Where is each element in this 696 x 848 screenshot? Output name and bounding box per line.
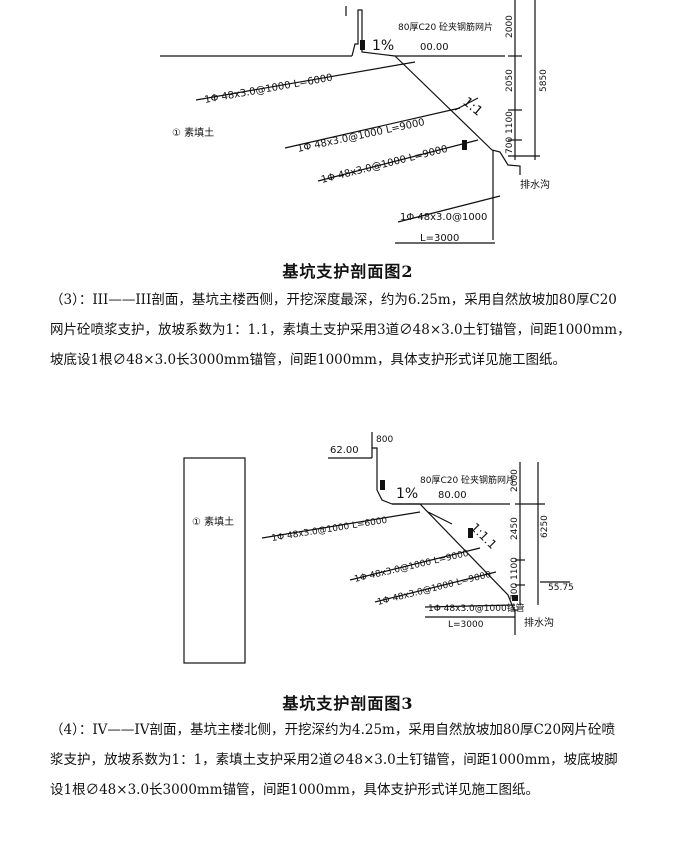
fig3-soil: ① 素填土 xyxy=(192,515,234,528)
fig2-soil: ① 素填土 xyxy=(172,126,214,139)
fig3-dim-5575: 55.75 xyxy=(548,583,574,593)
fig3-dim-1100: 1100 xyxy=(510,557,520,580)
fig2-dim-2000: 2000 xyxy=(505,15,515,38)
fig3-mesh-label: 80厚C20 砼夹钢筋网片 xyxy=(420,474,515,486)
fig3-base-pipe: 1Φ 48x3.0@1000锚管 xyxy=(428,602,525,614)
fig3-base-pipe-len: L=3000 xyxy=(448,620,484,630)
fig3-top-dim: 800 xyxy=(376,435,393,445)
figure-3-title: 基坑支护剖面图3 xyxy=(282,694,414,713)
figure-2-title: 基坑支护剖面图2 xyxy=(282,262,414,281)
fig2-nail-2: 1Φ 48x3.0@1000 L=9000 xyxy=(296,117,425,155)
fig2-base-pipe-len: L=3000 xyxy=(420,233,459,244)
paragraph-line: （4）：IV——IV剖面，基坑主楼北侧，开挖深约为4.25m，采用自然放坡加80… xyxy=(50,722,616,738)
fig2-dim-total: 5850 xyxy=(539,69,549,92)
fig2-base-pipe: 1Φ 48x3.0@1000 xyxy=(400,212,487,223)
section-3-paragraph: （3）：III——III剖面，基坑主楼西侧，开挖深度最深，约为6.25m，采用自… xyxy=(50,285,650,375)
paragraph-line: 坡底设1根∅48×3.0长3000mm锚管，间距1000mm，具体支护形式详见施… xyxy=(50,352,566,368)
fig3-dim-700: 700 xyxy=(510,583,520,600)
fig2-mesh-label: 80厚C20 砼夹钢筋网片 xyxy=(398,21,493,33)
fig3-top-width: 62.00 xyxy=(330,445,359,456)
paragraph-line: 网片砼喷浆支护，放坡系数为1：1.1，素填土支护采用3道∅48×3.0土钉锚管，… xyxy=(50,322,631,338)
paragraph-line: 设1根∅48×3.0长3000mm锚管，间距1000mm，具体支护形式详见施工图… xyxy=(50,782,539,798)
fig3-slope-top: 1% xyxy=(396,486,418,502)
fig2-dim-700: 700 xyxy=(505,137,515,154)
fig3-dim-2000: 2000 xyxy=(510,469,520,492)
fig2-ledge-width: 00.00 xyxy=(420,42,449,53)
fig3-ledge-width: 80.00 xyxy=(438,490,467,501)
paragraph-line: 浆支护，放坡系数为1：1，素填土支护采用2道∅48×3.0土钉锚管，间距1000… xyxy=(50,752,618,768)
fig3-nail-1: 1Φ 48x3.0@1000 L=6000 xyxy=(271,516,388,544)
fig3-dim-2450: 2450 xyxy=(510,517,520,540)
fig2-drain: 排水沟 xyxy=(520,178,550,191)
section-drawing-2: 80厚C20 砼夹钢筋网片 1% 00.00 1Φ 48x3.0@1000 L=… xyxy=(160,0,550,244)
fig2-slope-ratio: 1:1 xyxy=(459,95,485,120)
section-drawing-3: 62.00 800 80厚C20 砼夹钢筋网片 1% 80.00 1Φ 48x3… xyxy=(183,432,574,664)
fig2-nail-1: 1Φ 48x3.0@1000 L=6000 xyxy=(204,73,334,106)
fig2-dim-2050: 2050 xyxy=(505,69,515,92)
fig3-drain: 排水沟 xyxy=(524,616,554,629)
paragraph-line: （3）：III——III剖面，基坑主楼西侧，开挖深度最深，约为6.25m，采用自… xyxy=(50,292,617,308)
fig2-nail-3: 1Φ 48x3.0@1000 L=9000 xyxy=(320,144,449,186)
section-4-paragraph: （4）：IV——IV剖面，基坑主楼北侧，开挖深约为4.25m，采用自然放坡加80… xyxy=(50,715,650,805)
fig3-dim-total: 6250 xyxy=(540,515,550,538)
fig2-dim-1100: 1100 xyxy=(505,111,515,134)
fig2-slope-top: 1% xyxy=(372,38,394,54)
